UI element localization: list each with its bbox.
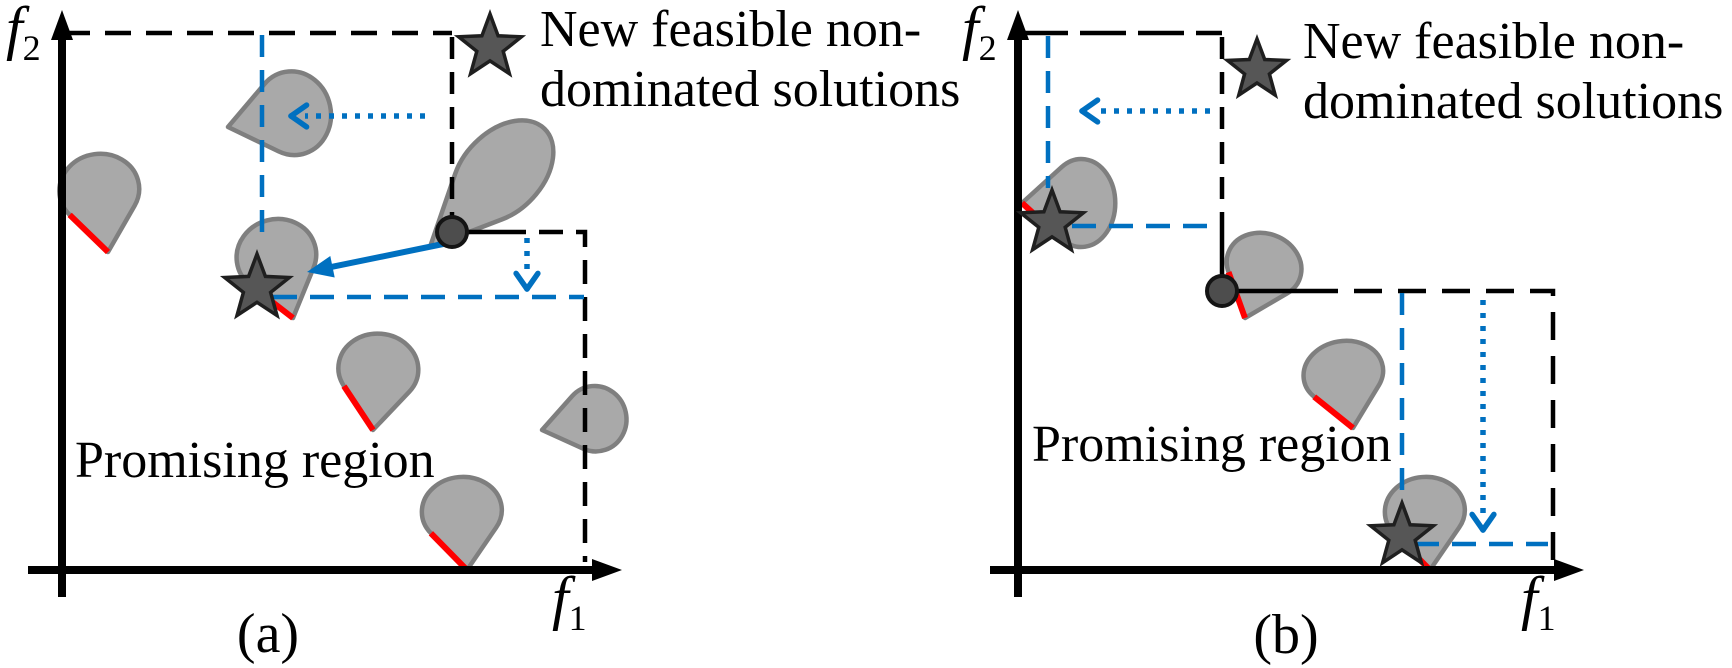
dotted-arrow-head [1480,511,1497,533]
blob-shape [1298,335,1392,435]
blob-shape [333,330,421,433]
panel-b-shapes [990,10,1584,597]
legend-line1-b: New feasible non- [1303,13,1684,70]
promising-region-label-b: Promising region [1032,416,1392,473]
y-axis-arrowhead [1007,10,1029,40]
solution-uncertainty-blob [401,101,573,275]
dotted-arrow-head [524,270,541,292]
current-solution-marker [435,215,469,249]
new-solution-star [453,8,527,78]
promising-region-label-a: Promising region [75,432,435,489]
dotted-arrow-head [1469,511,1486,533]
pareto-edge-red-line [431,530,467,572]
x-axis-label-b: f1 [1521,565,1556,638]
panel-a: f2 f1 New feasible non- dominated soluti… [6,0,960,665]
legend-line2-a: dominated solutions [540,61,960,118]
new-solution-star [1222,34,1292,100]
solution-uncertainty-blob [419,474,507,574]
black-dashed-line [502,229,588,562]
new-solution-star [1015,184,1089,254]
blob-shape [228,210,331,328]
solid-arrow-shaft [316,240,449,273]
panel-b: f2 f1 New feasible non- dominated soluti… [962,0,1723,666]
blob-shape [219,64,338,168]
solution-uncertainty-blob [333,330,421,433]
panel-caption-b: (b) [1253,604,1318,666]
dotted-arrow-head [288,102,310,119]
blob-shape [1209,222,1310,330]
new-solution-star [219,249,295,320]
x-axis-label-a: f1 [552,565,587,638]
pareto-edge-red-line [70,210,108,256]
solution-uncertainty-blob [1298,335,1392,435]
blob-shape [1382,474,1470,574]
blob-shape [401,101,573,275]
new-solution-star [1365,497,1439,567]
dotted-arrow-head [1079,97,1101,114]
dotted-arrow-head [513,270,530,292]
legend-line2-b: dominated solutions [1303,73,1723,130]
x-axis-arrowhead [1554,559,1584,581]
pareto-edge-red-line [340,386,376,430]
black-dashed-line [1310,288,1556,562]
legend-line1-a: New feasible non- [540,1,921,58]
y-axis-arrowhead [51,10,73,40]
y-axis-label-b: f2 [962,0,997,68]
x-axis-arrowhead [592,559,622,581]
current-solution-marker [1205,274,1239,308]
dotted-arrow-head [288,113,310,130]
solid-arrow-head [307,256,335,278]
panel-a-shapes [28,8,633,597]
solution-uncertainty-blob [55,149,148,258]
dotted-arrow-head [1079,108,1101,125]
pareto-edge-red-line [1314,391,1353,434]
y-axis-label-a: f2 [6,0,41,68]
solution-uncertainty-blob [219,64,338,168]
panel-caption-a: (a) [237,603,299,665]
blob-shape [419,474,507,574]
